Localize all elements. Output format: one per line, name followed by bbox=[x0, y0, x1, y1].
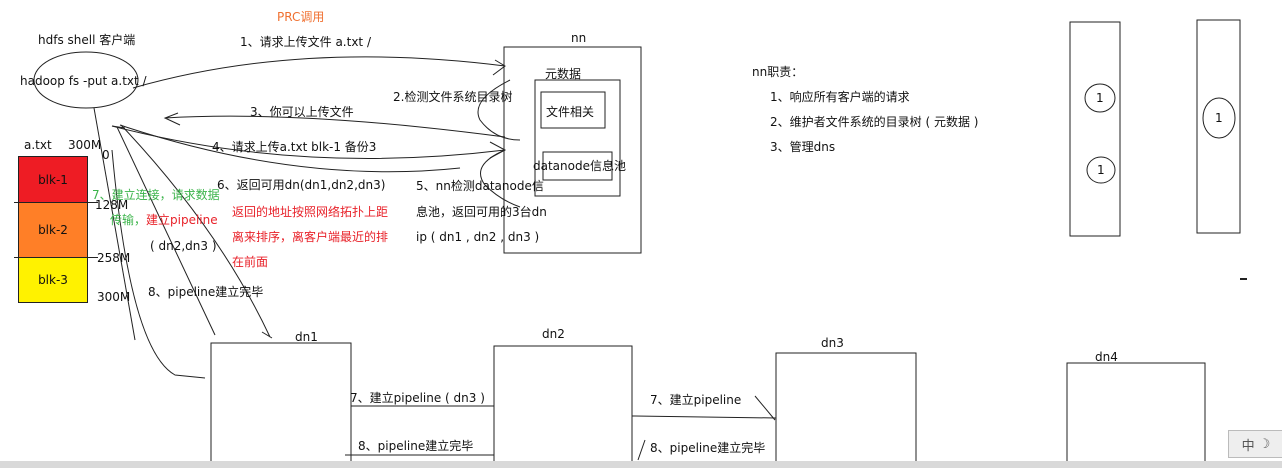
step3-label: 3、你可以上传文件 bbox=[250, 105, 354, 119]
dn3-label: dn3 bbox=[821, 336, 844, 350]
arrow-step2 bbox=[477, 79, 521, 141]
duty-2: 2、维护者文件系统的目录树 ( 元数据 ) bbox=[770, 115, 979, 129]
step1-label: 1、请求上传文件 a.txt / bbox=[240, 35, 371, 49]
block-3-label: blk-3 bbox=[38, 273, 68, 287]
line-step7 bbox=[116, 126, 216, 336]
step7-label-c: ( dn2,dn3 ) bbox=[150, 239, 217, 253]
dn4-box bbox=[1066, 362, 1206, 468]
line-curve-dn1 bbox=[111, 149, 206, 379]
step7-b2: 建立pipeline bbox=[146, 213, 218, 227]
replica-mark-2: 1 bbox=[1097, 163, 1105, 177]
step6-label: 6、返回可用dn(dn1,dn2,dn3) bbox=[217, 178, 386, 192]
step6-note-2: 离来排序，离客户端最近的排 bbox=[232, 230, 389, 244]
step7-label-a: 7、建立连接，请求数据 bbox=[92, 188, 220, 202]
file-related-box bbox=[540, 91, 606, 129]
offset-128: 128M bbox=[95, 198, 129, 212]
step5-line-2: 息池，返回可用的3台dn bbox=[416, 205, 547, 219]
step8-label: 8、pipeline建立完毕 bbox=[148, 285, 264, 299]
file-name: a.txt bbox=[24, 138, 52, 152]
block-1: blk-1 bbox=[18, 156, 88, 204]
step5-line-1: 5、nn检测datanode信 bbox=[416, 179, 544, 193]
block-1-label: blk-1 bbox=[38, 173, 68, 187]
arrow-step5 bbox=[480, 149, 521, 208]
dn1-label: dn1 bbox=[295, 330, 318, 344]
dn4-label: dn4 bbox=[1095, 350, 1118, 364]
datanode-pool-label: datanode信息池 bbox=[533, 159, 626, 173]
pipe-dn2-dn3-7 bbox=[631, 415, 777, 419]
datanode-pool-box bbox=[542, 151, 613, 181]
duties-title: nn职责： bbox=[752, 65, 804, 79]
nn-label: nn bbox=[571, 31, 587, 45]
offset-258: 258M bbox=[97, 251, 131, 265]
ime-label: 中 bbox=[1241, 438, 1255, 454]
dn1-step7: 7、建立pipeline ( dn3 ) bbox=[350, 391, 485, 405]
client-label: hdfs shell 客户端 bbox=[38, 33, 136, 47]
dn2-step8: 8、pipeline建立完毕 bbox=[650, 441, 766, 455]
step5-line-3: ip ( dn1 , dn2 , dn3 ) bbox=[416, 230, 540, 244]
block-3: blk-3 bbox=[18, 258, 88, 303]
block-2-label: blk-2 bbox=[38, 223, 68, 237]
dn1-step8: 8、pipeline建立完毕 bbox=[358, 439, 474, 453]
replica-rack-1 bbox=[1069, 21, 1121, 237]
dn2-label: dn2 bbox=[542, 327, 565, 341]
client-ellipse bbox=[33, 51, 139, 109]
file-related-label: 文件相关 bbox=[546, 105, 595, 119]
step7-label-b: 传输，建立pipeline bbox=[110, 213, 218, 227]
step2-label: 2.检测文件系统目录树 bbox=[393, 90, 513, 104]
rpc-title: PRC调用 bbox=[277, 10, 325, 24]
arrow-step3 bbox=[163, 112, 506, 138]
step7-b1: 传输， bbox=[110, 213, 147, 227]
metadata-label: 元数据 bbox=[545, 67, 582, 81]
replica-mark-3: 1 bbox=[1215, 111, 1223, 125]
offset-start: 0 bbox=[102, 148, 110, 162]
client-command: hadoop fs -put a.txt / bbox=[20, 74, 147, 88]
duty-3: 3、管理dns bbox=[770, 140, 836, 154]
file-size: 300M bbox=[68, 138, 102, 152]
horizontal-scrollbar[interactable] bbox=[0, 461, 1282, 468]
arrow-step1 bbox=[132, 56, 506, 89]
dn2-step7: 7、建立pipeline bbox=[650, 393, 742, 407]
dn2-box bbox=[493, 345, 633, 468]
offset-300: 300M bbox=[97, 290, 131, 304]
step4-label: 4、请求上传a.txt blk-1 备份3 bbox=[212, 140, 377, 154]
step6-note-1: 返回的地址按照网络拓扑上距 bbox=[232, 205, 389, 219]
dn3-box bbox=[775, 352, 917, 468]
duty-1: 1、响应所有客户端的请求 bbox=[770, 90, 910, 104]
replica-mark-1: 1 bbox=[1096, 91, 1104, 105]
dn1-box bbox=[210, 342, 352, 468]
replica-rack-2 bbox=[1196, 19, 1241, 234]
line-client-dn1 bbox=[93, 107, 136, 341]
ime-indicator[interactable]: 中 ☽ bbox=[1228, 430, 1282, 458]
metadata-box bbox=[534, 79, 621, 197]
line-step8 bbox=[120, 124, 273, 339]
block-2: blk-2 bbox=[18, 203, 88, 257]
step6-note-3: 在前面 bbox=[232, 255, 269, 269]
